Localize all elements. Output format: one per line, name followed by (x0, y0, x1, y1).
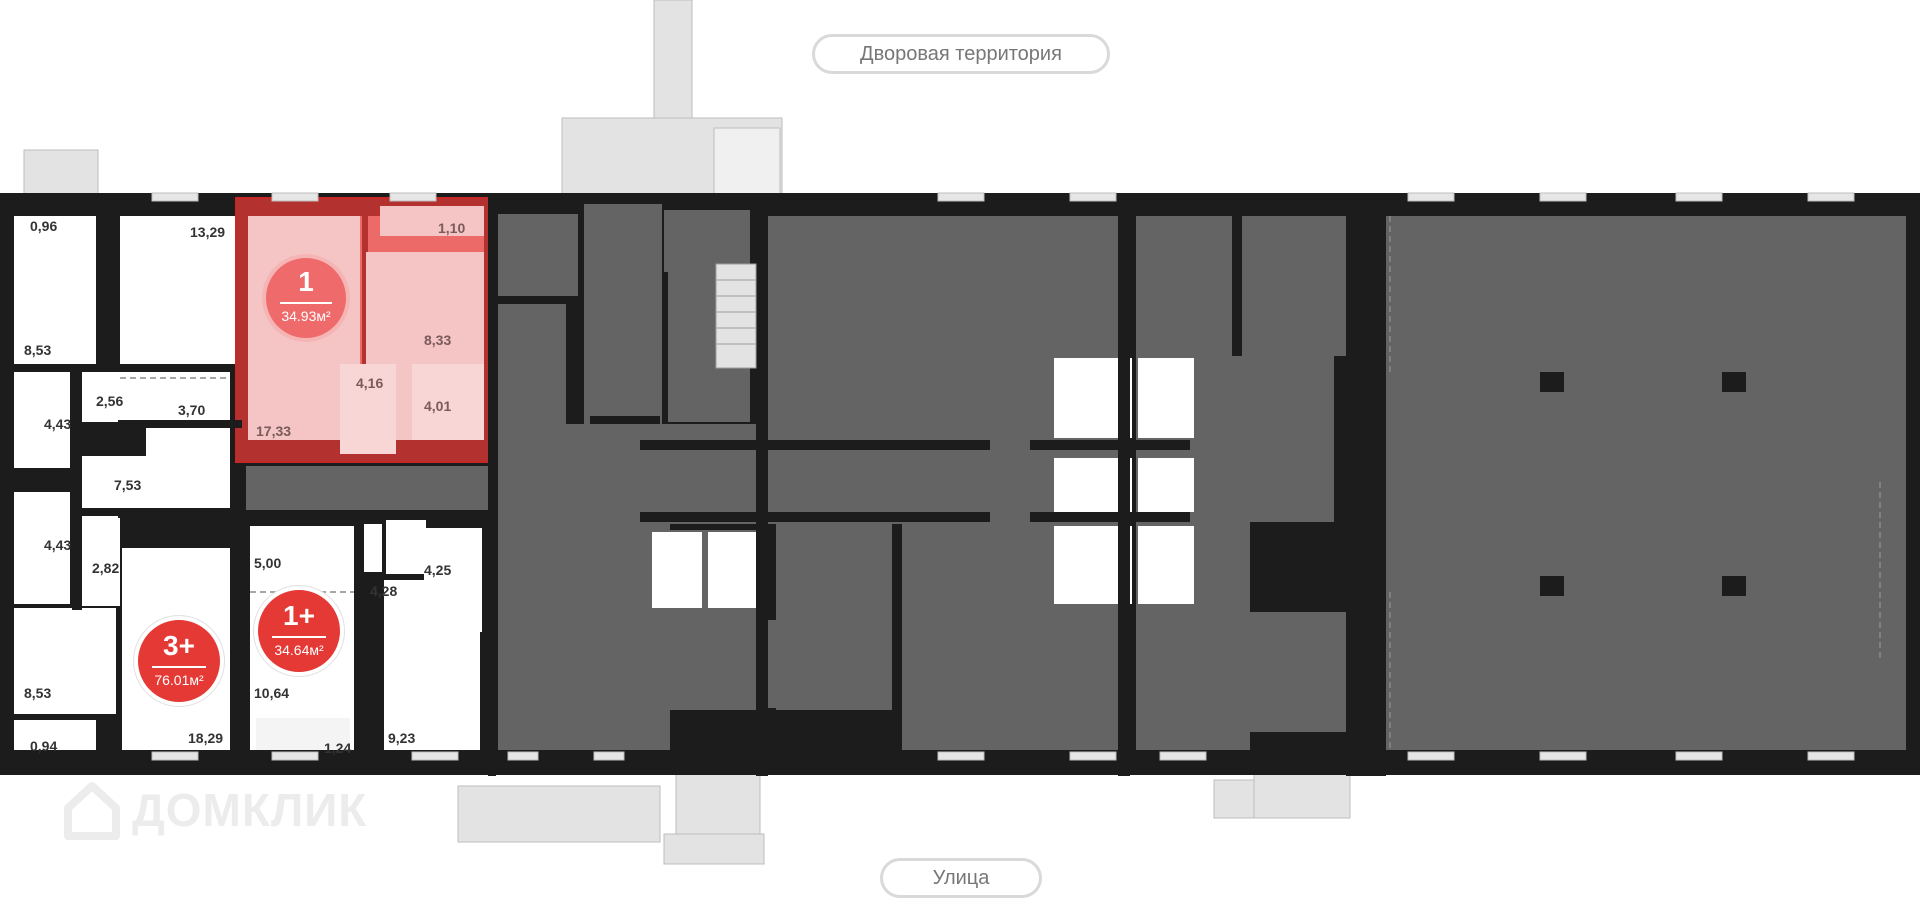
room-area: 8,53 (24, 342, 52, 358)
room-area: 4,43 (44, 416, 72, 432)
room-area: 2,56 (96, 393, 124, 409)
room-area: 1,10 (438, 220, 466, 236)
apartment-rooms: 1 (298, 266, 314, 297)
windows (151, 192, 1855, 761)
corridor (246, 466, 496, 510)
street-label: Улица (880, 858, 1042, 898)
room-area: 4,16 (356, 375, 384, 391)
interior-walls (72, 196, 1746, 776)
domclick-watermark: ДОМКЛИК (62, 778, 367, 842)
watermark-text: ДОМКЛИК (132, 784, 368, 836)
room-area: 7,53 (114, 477, 142, 493)
room-area: 4,43 (44, 537, 72, 553)
apartment-area: 34.93м² (281, 308, 331, 324)
commercial-spaces (498, 204, 1906, 750)
room-area: 18,29 (188, 730, 224, 746)
room-area: 4,01 (424, 398, 452, 414)
room-area: 3,70 (178, 402, 206, 418)
apartment-area: 76.01м² (154, 672, 204, 688)
room-area: 8,53 (24, 685, 52, 701)
badge-divider (271, 636, 327, 638)
apartment-badge-1[interactable]: 1 34.93м² (262, 254, 350, 342)
apartment-badge-3plus[interactable]: 3+ 76.01м² (134, 616, 224, 706)
room-area: 4,25 (424, 562, 452, 578)
room-area: 0,96 (30, 218, 58, 234)
house-logo-icon (64, 782, 120, 840)
room-area: 9,23 (388, 730, 416, 746)
apartment-area: 34.64м² (274, 642, 324, 658)
courtyard-label: Дворовая территория (812, 34, 1110, 74)
room-area: 13,29 (190, 224, 226, 240)
room-area: 8,33 (424, 332, 452, 348)
badge-divider (151, 666, 207, 668)
room-area: 0,94 (30, 738, 58, 754)
apartment-rooms: 3+ (163, 630, 195, 661)
room-area: 4,28 (370, 583, 398, 599)
badge-divider (279, 302, 333, 304)
staircase (715, 263, 757, 369)
room-area: 17,33 (256, 423, 292, 439)
apartment-badge-1plus[interactable]: 1+ 34.64м² (254, 586, 344, 676)
room-area: 1,24 (324, 740, 352, 756)
room-area: 2,82 (92, 560, 120, 576)
room-area: 5,00 (254, 555, 282, 571)
room-area: 10,64 (254, 685, 290, 701)
apartment-rooms: 1+ (283, 600, 315, 631)
